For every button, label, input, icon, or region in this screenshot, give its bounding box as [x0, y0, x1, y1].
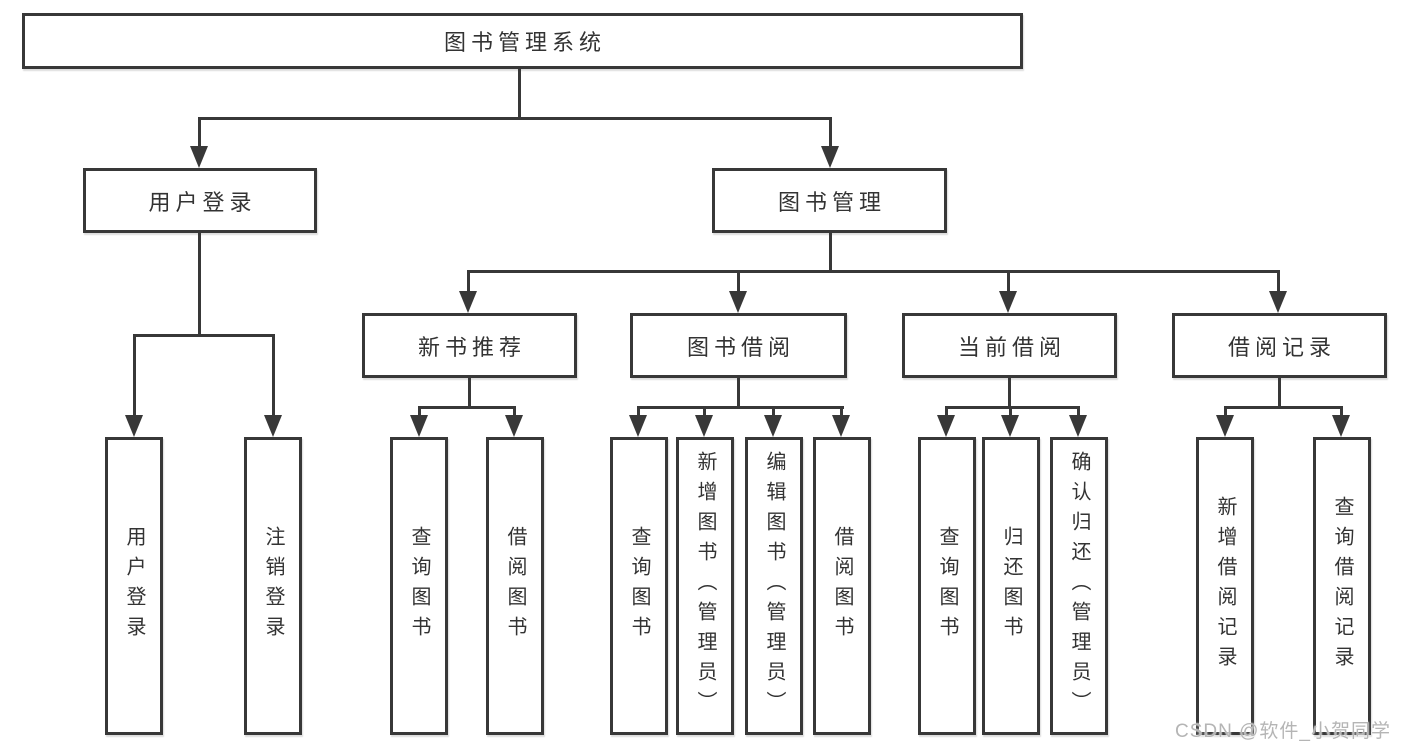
arrowhead-down-icon	[459, 291, 477, 313]
connector-vline	[829, 233, 832, 273]
csdn-watermark: CSDN @软件_小贺同学	[1175, 721, 1391, 742]
leaf-add-book-admin: 新增图书（管理员）	[676, 437, 734, 735]
arrowhead-down-icon	[190, 146, 208, 168]
connector-vline	[637, 406, 640, 417]
node-label: 借阅记录	[1227, 334, 1336, 360]
node-label: 用户登录	[148, 189, 257, 215]
arrowhead-down-icon	[821, 146, 839, 168]
node-book-management: 图书管理	[712, 168, 947, 233]
connector-vline	[1224, 406, 1227, 417]
leaf-query-book-recommend: 查询图书	[390, 437, 448, 735]
arrowhead-down-icon	[832, 415, 850, 437]
leaf-confirm-return-admin: 确认归还（管理员）	[1050, 437, 1108, 735]
leaf-label: 确认归还（管理员）	[1068, 451, 1090, 721]
leaf-query-book-current: 查询图书	[918, 437, 976, 735]
connector-vline	[829, 117, 832, 149]
connector-vline	[418, 406, 421, 417]
arrowhead-down-icon	[1216, 415, 1234, 437]
connector-vline	[737, 378, 740, 409]
arrowhead-down-icon	[764, 415, 782, 437]
leaf-borrow-book: 借阅图书	[813, 437, 871, 735]
connector-hline	[133, 334, 275, 337]
connector-vline	[1277, 270, 1280, 293]
leaf-query-borrow-record: 查询借阅记录	[1313, 437, 1371, 735]
connector-vline	[1340, 406, 1343, 417]
leaf-label: 新增借阅记录	[1214, 496, 1236, 676]
connector-vline	[518, 68, 521, 120]
arrowhead-down-icon	[629, 415, 647, 437]
node-new-book-recommend: 新书推荐	[362, 313, 577, 378]
arrowhead-down-icon	[1069, 415, 1087, 437]
node-borrow-records: 借阅记录	[1172, 313, 1387, 378]
connector-vline	[703, 406, 706, 417]
node-root-library-system: 图书管理系统	[22, 13, 1023, 69]
connector-vline	[198, 117, 201, 149]
connector-vline	[737, 270, 740, 293]
arrowhead-down-icon	[1269, 291, 1287, 313]
connector-vline	[513, 406, 516, 417]
leaf-return-book: 归还图书	[982, 437, 1040, 735]
connector-hline	[1224, 406, 1342, 409]
connector-vline	[1008, 378, 1011, 409]
connector-vline	[1278, 378, 1281, 409]
node-label: 图书管理系统	[443, 30, 606, 55]
node-label: 图书管理	[777, 189, 886, 215]
connector-hline	[418, 406, 516, 409]
arrowhead-down-icon	[264, 415, 282, 437]
node-label: 当前借阅	[957, 334, 1066, 360]
connector-vline	[840, 406, 843, 417]
leaf-label: 查询图书	[936, 526, 958, 646]
connector-hline	[945, 406, 1080, 409]
leaf-borrow-book-recommend: 借阅图书	[486, 437, 544, 735]
connector-hline	[637, 406, 844, 409]
leaf-label: 用户登录	[123, 526, 145, 646]
connector-vline	[468, 378, 471, 409]
leaf-label: 借阅图书	[831, 526, 853, 646]
node-user-login: 用户登录	[83, 168, 317, 233]
connector-hline	[467, 270, 1280, 273]
leaf-add-borrow-record: 新增借阅记录	[1196, 437, 1254, 735]
leaf-logout-login: 注销登录	[244, 437, 302, 735]
node-label: 新书推荐	[417, 334, 526, 360]
connector-vline	[272, 334, 275, 417]
connector-vline	[133, 334, 136, 417]
arrowhead-down-icon	[729, 291, 747, 313]
leaf-label: 查询图书	[408, 526, 430, 646]
arrowhead-down-icon	[505, 415, 523, 437]
leaf-label: 借阅图书	[504, 526, 526, 646]
leaf-label: 注销登录	[262, 526, 284, 646]
arrowhead-down-icon	[125, 415, 143, 437]
connector-hline	[198, 117, 832, 120]
connector-vline	[945, 406, 948, 417]
arrowhead-down-icon	[999, 291, 1017, 313]
leaf-label: 查询图书	[628, 526, 650, 646]
leaf-query-book-borrow: 查询图书	[610, 437, 668, 735]
leaf-edit-book-admin: 编辑图书（管理员）	[745, 437, 803, 735]
connector-vline	[1009, 406, 1012, 417]
leaf-label: 查询借阅记录	[1331, 496, 1353, 676]
connector-vline	[1007, 270, 1010, 293]
arrowhead-down-icon	[1001, 415, 1019, 437]
arrowhead-down-icon	[937, 415, 955, 437]
node-label: 图书借阅	[686, 334, 795, 360]
node-current-borrow: 当前借阅	[902, 313, 1117, 378]
leaf-user-login: 用户登录	[105, 437, 163, 735]
connector-vline	[198, 232, 201, 337]
arrowhead-down-icon	[695, 415, 713, 437]
node-book-borrow: 图书借阅	[630, 313, 847, 378]
arrowhead-down-icon	[410, 415, 428, 437]
arrowhead-down-icon	[1332, 415, 1350, 437]
connector-vline	[772, 406, 775, 417]
connector-vline	[1077, 406, 1080, 417]
connector-vline	[467, 270, 470, 293]
leaf-label: 编辑图书（管理员）	[763, 451, 785, 721]
leaf-label: 归还图书	[1000, 526, 1022, 646]
leaf-label: 新增图书（管理员）	[694, 451, 716, 721]
